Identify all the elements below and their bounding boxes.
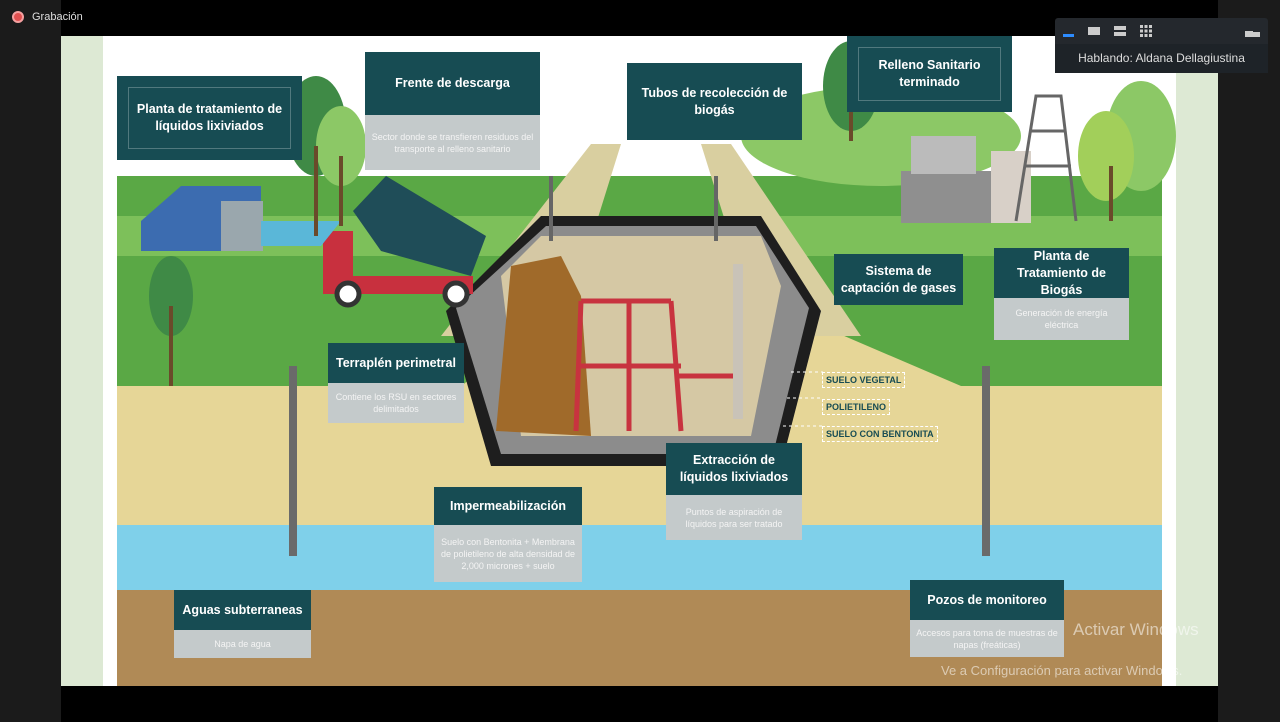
monitoring-well-left (289, 366, 297, 556)
road-right (701, 144, 861, 336)
label-aguas-subterraneas: Aguas subterraneas Napa de agua (174, 590, 311, 658)
label-tubos-biogas: Tubos de recolección de biogás (627, 63, 802, 140)
gas-column (733, 264, 743, 419)
label-pozos-monitoreo: Pozos de monitoreo Accesos para toma de … (910, 580, 1064, 657)
label-planta-lixiviados: Planta de tratamiento de líquidos lixivi… (117, 76, 302, 160)
active-speaker-label: Hablando: Aldana Dellagiustina (1055, 44, 1268, 73)
label-impermeabilizacion: Impermeabilización Suelo con Bentonita +… (434, 487, 582, 582)
label-relleno-terminado: Relleno Sanitario terminado (847, 36, 1012, 112)
monitoring-well-right (982, 366, 990, 556)
recording-indicator: Grabación (12, 11, 83, 23)
label-title: Relleno Sanitario terminado (878, 58, 981, 89)
label-desc: Accesos para toma de muestras de napas (… (910, 620, 1064, 657)
label-desc: Sector donde se transfieren residuos del… (365, 115, 540, 170)
meeting-view-toolbar: Hablando: Aldana Dellagiustina (1055, 18, 1268, 73)
label-title: Frente de descarga (365, 52, 540, 115)
label-planta-biogas: Planta de Tratamiento de Biogás Generaci… (994, 248, 1129, 340)
speaker-view-icon[interactable] (1088, 27, 1100, 35)
biogas-plant-upper (911, 136, 976, 174)
record-icon (12, 11, 24, 23)
treatment-building-annex (221, 201, 263, 251)
leachate-pipes (573, 298, 736, 432)
label-title: Terraplén perimetral (328, 343, 464, 383)
label-desc: Suelo con Bentonita + Membrana de poliet… (434, 525, 582, 582)
layer-suelo-bentonita: SUELO CON BENTONITA (822, 426, 938, 442)
power-tower (1014, 94, 1078, 222)
shared-screen-slide: Planta de tratamiento de líquidos lixivi… (61, 36, 1218, 686)
label-title: Aguas subterraneas (174, 590, 311, 630)
label-title: Impermeabilización (434, 487, 582, 525)
exit-fullscreen-icon[interactable] (1245, 25, 1260, 37)
layer-polietileno: POLIETILENO (822, 399, 891, 415)
label-desc: Puntos de aspiración de líquidos para se… (666, 495, 802, 540)
layer-suelo-vegetal: SUELO VEGETAL (822, 372, 906, 388)
right-black-bar (1218, 0, 1280, 722)
windows-watermark-title: Activar Windows (1073, 620, 1199, 639)
label-extraccion: Extracción de líquidos lixiviados Puntos… (666, 443, 802, 540)
trees (149, 41, 1176, 336)
label-desc: Contiene los RSU en sectores delimitados (328, 383, 464, 423)
gallery-view-icon[interactable] (1140, 25, 1152, 37)
recording-label: Grabación (32, 11, 83, 23)
label-desc: Generación de energía eléctrica (994, 298, 1129, 340)
split-view-icon[interactable] (1114, 26, 1126, 36)
treatment-pool (261, 221, 341, 246)
label-frente-descarga: Frente de descarga Sector donde se trans… (365, 52, 540, 170)
label-title: Pozos de monitoreo (910, 580, 1064, 620)
label-desc: Napa de agua (174, 630, 311, 658)
label-title: Sistema de captación de gases (840, 263, 957, 295)
label-terraplen: Terraplén perimetral Contiene los RSU en… (328, 343, 464, 423)
label-title: Planta de tratamiento de líquidos lixivi… (136, 102, 283, 133)
windows-watermark-subtitle: Ve a Configuración para activar Windows. (941, 663, 1183, 678)
truck-wheel (442, 280, 470, 308)
label-title: Planta de Tratamiento de Biogás (994, 248, 1129, 298)
label-title: Extracción de líquidos lixiviados (666, 443, 802, 495)
truck-wheel (334, 280, 362, 308)
waste-mound (496, 256, 591, 436)
label-captacion-gases: Sistema de captación de gases (834, 254, 963, 305)
minimize-icon[interactable] (1063, 33, 1074, 37)
truck-dump-bed (353, 176, 486, 276)
layer-leader-lines (783, 371, 823, 427)
biogas-plant (901, 171, 991, 223)
label-title: Tubos de recolección de biogás (641, 85, 788, 117)
left-black-bar (0, 0, 61, 722)
